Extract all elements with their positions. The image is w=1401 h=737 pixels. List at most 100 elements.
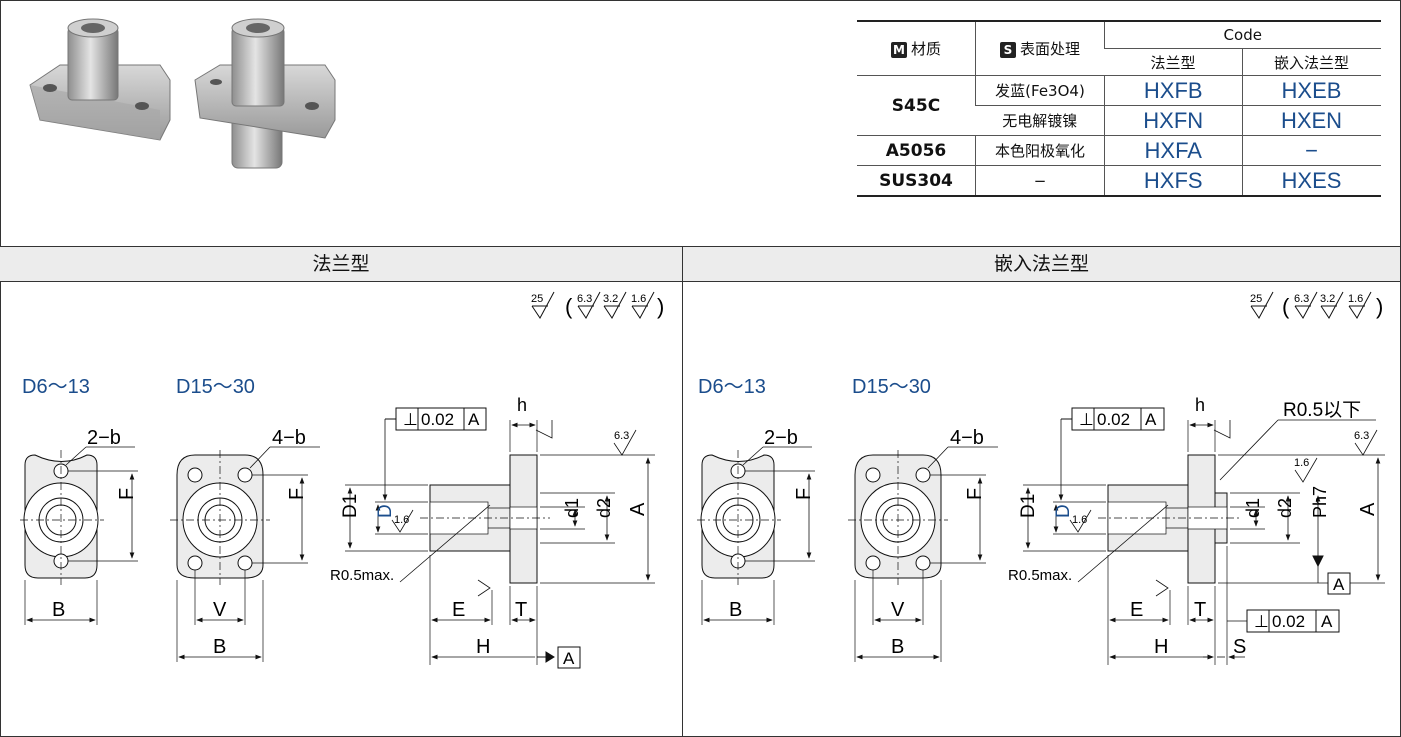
- embed-section-view: [1023, 407, 1385, 665]
- header-embed: 嵌入法兰型: [1241, 48, 1381, 76]
- dim-d1: D1: [1018, 494, 1039, 518]
- datum-ref: A: [468, 410, 480, 429]
- roughness-label: 1.6: [1294, 457, 1309, 469]
- header-flange: 法兰型: [1104, 48, 1242, 76]
- svg-text:(: (: [1282, 294, 1290, 319]
- surface-badge: S: [999, 42, 1016, 58]
- product-photo: [29, 18, 336, 169]
- header-code: Code: [1104, 20, 1381, 49]
- dim-d2: d2: [1275, 498, 1295, 518]
- svg-text:3.2: 3.2: [1320, 293, 1335, 305]
- surface-cell: −: [975, 165, 1105, 197]
- range-large-label: D15～30: [176, 376, 255, 398]
- datum-label: A: [563, 649, 575, 668]
- svg-text:1.6: 1.6: [631, 293, 646, 305]
- roughness-symbols: 25 ( 6.3 3.2 1.6 ): [531, 291, 664, 319]
- code-cell: HXFA: [1104, 135, 1242, 166]
- dim-d1-small: d1: [1243, 498, 1263, 518]
- tolerance-value: 0.02: [421, 410, 454, 429]
- flange-section-view: [345, 407, 655, 669]
- material-cell: S45C: [857, 75, 976, 136]
- dim-d1-small: d1: [562, 498, 582, 518]
- roughness-label: 1.6: [1072, 514, 1087, 526]
- dim-b: B: [213, 636, 226, 658]
- surface-cell: 发蓝(Fe3O4): [975, 75, 1105, 106]
- code-cell: −: [1241, 135, 1381, 166]
- dim-h: h: [517, 395, 527, 415]
- code-cell: HXFS: [1104, 165, 1242, 197]
- perp-symbol: ⊥: [403, 410, 418, 429]
- svg-text:6.3: 6.3: [577, 293, 592, 305]
- tolerance-value: 0.02: [1097, 410, 1130, 429]
- dim-h-total: H: [476, 636, 490, 658]
- roughness-label: 1.6: [394, 514, 409, 526]
- small-flange-view: [20, 446, 138, 625]
- dim-d1: D1: [340, 494, 361, 518]
- dim-p: Ph7: [1310, 486, 1330, 518]
- dim-f: F: [964, 488, 986, 500]
- svg-text:25: 25: [1250, 293, 1262, 305]
- holes-label: 4−b: [272, 427, 306, 449]
- radius-note: R0.5max.: [1008, 567, 1072, 584]
- dim-t: T: [515, 599, 527, 621]
- datum-ref: A: [1145, 410, 1157, 429]
- large-flange-view: [848, 446, 998, 662]
- code-cell: HXFB: [1104, 75, 1242, 106]
- section-title-embed: 嵌入法兰型: [683, 246, 1400, 282]
- dim-d2: d2: [594, 498, 614, 518]
- tolerance-value: 0.02: [1272, 612, 1305, 631]
- code-cell: HXEB: [1241, 75, 1381, 106]
- roughness-symbols: 25 ( 6.3 3.2 1.6 ): [1250, 291, 1383, 319]
- surface-cell: 本色阳极氧化: [975, 135, 1105, 166]
- svg-text:1.6: 1.6: [1348, 293, 1363, 305]
- range-small-label: D6～13: [22, 376, 90, 398]
- large-flange-view: [170, 446, 320, 662]
- range-large-label: D15～30: [852, 376, 931, 398]
- dim-d: D: [1053, 504, 1074, 518]
- svg-text:3.2: 3.2: [603, 293, 618, 305]
- dim-v: V: [213, 599, 227, 621]
- dim-v: V: [891, 599, 905, 621]
- dim-d: D: [375, 504, 396, 518]
- dim-s: S: [1233, 636, 1246, 658]
- dim-e: E: [1130, 599, 1143, 621]
- radius-note: R0.5max.: [330, 567, 394, 584]
- flange-drawings: 25 ( 6.3 3.2 1.6 ) D6～13 D15～30: [20, 291, 664, 669]
- dim-b: B: [52, 599, 65, 621]
- material-cell: A5056: [857, 135, 976, 166]
- dim-h-total: H: [1154, 636, 1168, 658]
- dim-f: F: [286, 488, 308, 500]
- dim-f: F: [793, 488, 815, 500]
- dim-t: T: [1194, 599, 1206, 621]
- svg-text:25: 25: [531, 293, 543, 305]
- embed-drawings: 25 ( 6.3 3.2 1.6 ) D6～13 D15～30: [697, 291, 1385, 665]
- code-cell: HXEN: [1241, 105, 1381, 136]
- code-cell: HXES: [1241, 165, 1381, 197]
- range-small-label: D6～13: [698, 376, 766, 398]
- dim-e: E: [452, 599, 465, 621]
- technical-drawing: 25 ( 6.3 3.2 1.6 ) D6～13 D15～30: [20, 291, 1385, 669]
- dim-b: B: [729, 599, 742, 621]
- dim-f: F: [116, 488, 138, 500]
- small-flange-view: [697, 446, 815, 625]
- datum-label: A: [1333, 575, 1345, 594]
- datum-ref: A: [1321, 612, 1333, 631]
- surface-cell: 无电解镀镍: [975, 105, 1105, 136]
- dim-h: h: [1195, 395, 1205, 415]
- dim-a: A: [1357, 502, 1379, 516]
- material-cell: SUS304: [857, 165, 976, 197]
- svg-text:6.3: 6.3: [1294, 293, 1309, 305]
- material-badge: M: [890, 42, 907, 58]
- svg-text:): ): [657, 294, 664, 319]
- radius-note: R0.5以下: [1283, 400, 1361, 421]
- holes-label: 4−b: [950, 427, 984, 449]
- perp-symbol: ⊥: [1079, 410, 1094, 429]
- dim-a: A: [627, 502, 649, 516]
- section-title-flange: 法兰型: [0, 246, 682, 282]
- holes-label: 2−b: [764, 427, 798, 449]
- svg-text:): ): [1376, 294, 1383, 319]
- svg-text:(: (: [565, 294, 573, 319]
